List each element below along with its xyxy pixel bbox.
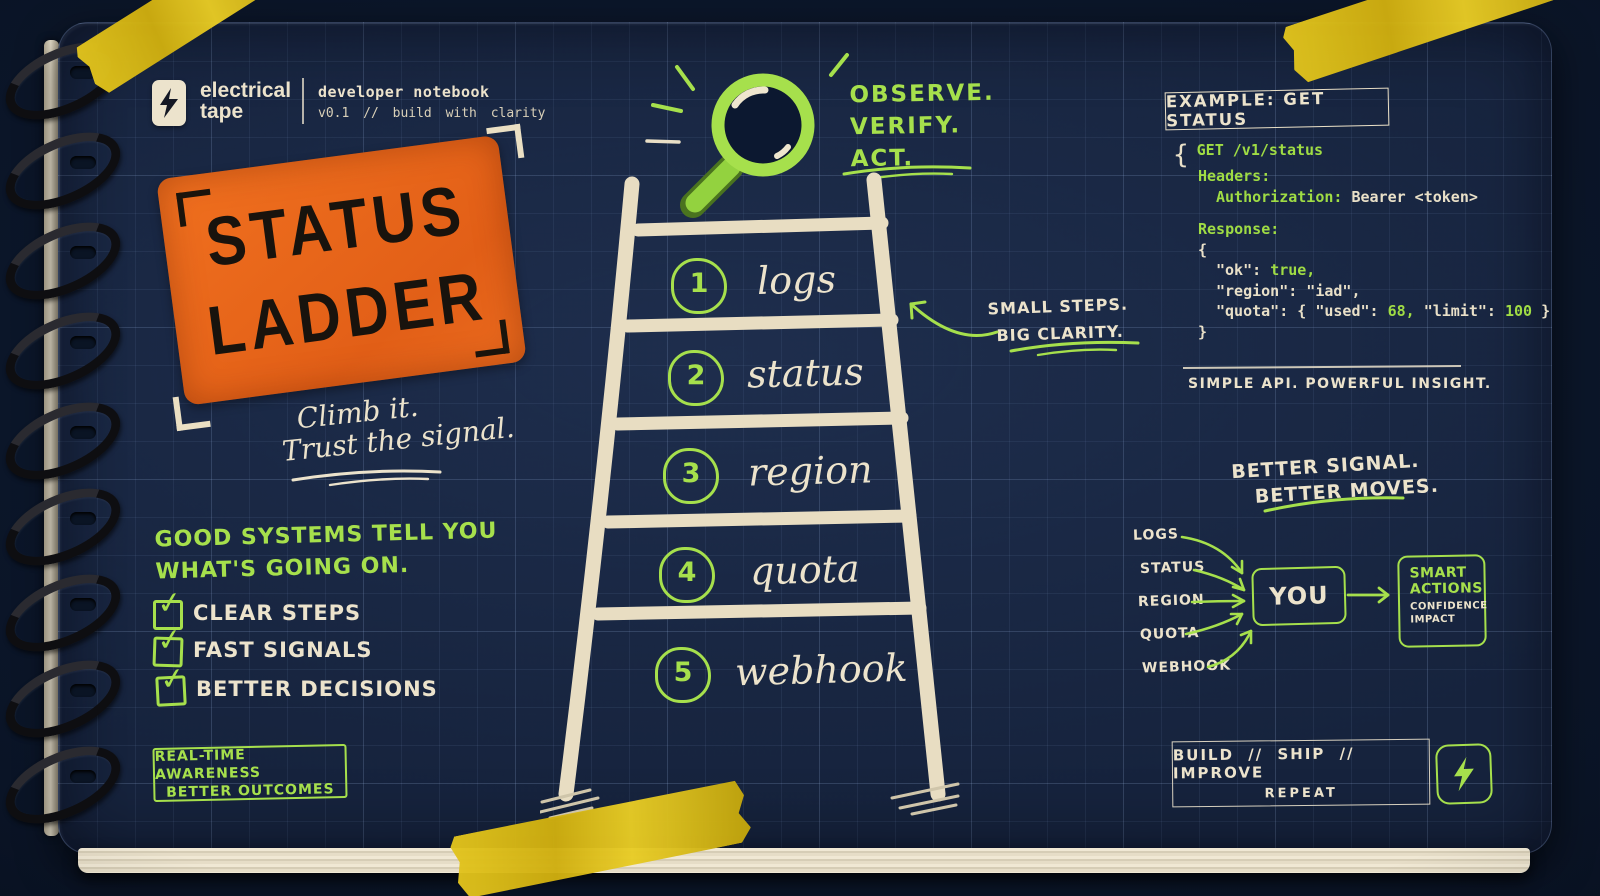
binding-hole bbox=[70, 770, 96, 783]
checkmark-icon: ✓ bbox=[154, 621, 185, 660]
binding-hole bbox=[70, 598, 96, 611]
awareness-line1: REAL-TIME AWARENESS bbox=[154, 747, 262, 783]
crop-mark-icon bbox=[471, 319, 510, 358]
lightning-bolt-icon bbox=[1454, 756, 1474, 792]
ladder-step-circle: 1 bbox=[671, 258, 727, 314]
code-line-brace-open: { bbox=[1198, 240, 1208, 259]
checklist-item-label: BETTER DECISIONS bbox=[196, 677, 438, 701]
magnifier-icon bbox=[645, 53, 849, 218]
brand-name-line1: electrical bbox=[200, 79, 292, 102]
signal-note-underline bbox=[1263, 496, 1405, 513]
ladder-step-label: logs bbox=[756, 256, 837, 304]
side-note-line1: SMALL STEPS. bbox=[987, 294, 1129, 319]
lightning-bolt-icon bbox=[160, 88, 178, 118]
ladder-step-circle: 4 bbox=[659, 547, 715, 603]
binding-hole bbox=[70, 512, 96, 525]
code-line-authorization: Authorization: Bearer <token> bbox=[1216, 187, 1478, 206]
binding-hole bbox=[70, 684, 96, 697]
ladder-step-label: webhook bbox=[734, 645, 909, 695]
page-stack-edge bbox=[78, 848, 1530, 873]
ladder-illustration bbox=[540, 172, 960, 820]
brand-name-line2: tape bbox=[200, 100, 244, 123]
binding-hole bbox=[70, 156, 96, 169]
ladder-step-circle: 2 bbox=[668, 350, 724, 406]
awareness-line2: BETTER OUTCOMES bbox=[165, 781, 335, 801]
checkmark-icon: ✓ bbox=[157, 660, 188, 699]
code-line-response: Response: bbox=[1198, 220, 1280, 238]
notebook-spine-edge bbox=[44, 40, 59, 836]
ladder-step-label: quota bbox=[749, 546, 861, 594]
bolt-badge bbox=[1434, 743, 1494, 805]
code-line-quota: "quota": { "used": 68, "limit": 100 } bbox=[1216, 302, 1551, 320]
checklist-item-label: FAST SIGNALS bbox=[193, 638, 373, 662]
smart-actions-box: SMART ACTIONS CONFIDENCE IMPACT bbox=[1397, 554, 1488, 648]
code-open-brace: { bbox=[1173, 140, 1189, 170]
checklist-item: ✓ BETTER DECISIONS bbox=[155, 660, 456, 708]
checklist-item-label: CLEAR STEPS bbox=[193, 601, 362, 625]
example-title-box: EXAMPLE: GET STATUS bbox=[1164, 87, 1390, 131]
arrow-to-ladder-icon bbox=[909, 300, 999, 337]
tagline-underline bbox=[291, 469, 442, 487]
code-block: { GET /v1/status Headers: Authorization:… bbox=[1173, 140, 1550, 342]
footer-line2: REPEAT bbox=[1264, 785, 1338, 802]
observe-line2: VERIFY. bbox=[849, 112, 962, 141]
code-line-request: { GET /v1/status bbox=[1173, 140, 1324, 170]
brand-subtitle: developer notebook bbox=[318, 83, 490, 101]
awareness-box: REAL-TIME AWARENESS BETTER OUTCOMES bbox=[152, 743, 348, 803]
crop-mark-icon bbox=[172, 392, 211, 432]
notebook-page bbox=[58, 22, 1552, 854]
brand-divider bbox=[302, 78, 304, 124]
checkbox-icon bbox=[153, 600, 183, 630]
you-box: YOU bbox=[1251, 565, 1347, 627]
footer-line1: BUILD // SHIP // IMPROVE bbox=[1172, 744, 1355, 783]
flow-arrows bbox=[1180, 535, 1390, 669]
binding-hole bbox=[70, 66, 96, 79]
brand-logo-badge bbox=[152, 80, 186, 126]
code-line-ok: "ok": true, bbox=[1216, 261, 1316, 279]
binding-hole bbox=[70, 336, 96, 349]
code-line-brace-close: } bbox=[1198, 322, 1208, 341]
binding-hole bbox=[70, 246, 96, 259]
ladder-step-circle: 5 bbox=[655, 647, 711, 703]
result-line2: ACTIONS bbox=[1409, 580, 1484, 598]
brand-name: electrical tape bbox=[200, 80, 291, 122]
observe-line1: OBSERVE. bbox=[849, 79, 995, 109]
principle-text: GOOD SYSTEMS TELL YOU WHAT'S GOING ON. bbox=[154, 516, 498, 589]
side-note-underline bbox=[1009, 340, 1140, 357]
checklist-item: ✓ CLEAR STEPS bbox=[153, 584, 453, 632]
result-sub2: IMPACT bbox=[1410, 613, 1456, 626]
ladder-step-label: status bbox=[746, 349, 865, 397]
checklist-item: ✓ FAST SIGNALS bbox=[152, 621, 453, 669]
footer-box: BUILD // SHIP // IMPROVE REPEAT bbox=[1171, 738, 1431, 808]
binding-hole bbox=[70, 426, 96, 439]
result-line1: SMART bbox=[1409, 564, 1467, 582]
brand-version: v0.1 // build with clarity bbox=[318, 106, 546, 121]
crop-mark-icon bbox=[176, 188, 215, 227]
code-line-headers: Headers: bbox=[1198, 167, 1271, 185]
result-sub1: CONFIDENCE bbox=[1410, 600, 1488, 613]
example-caption: SIMPLE API. POWERFUL INSIGHT. bbox=[1188, 376, 1492, 392]
ladder-step-label: region bbox=[747, 447, 874, 495]
ladder-step-circle: 3 bbox=[663, 448, 719, 504]
stamp-background: STATUS LADDER bbox=[156, 134, 527, 406]
checkmark-icon: ✓ bbox=[154, 584, 185, 623]
crop-mark-icon bbox=[486, 123, 525, 162]
code-line-region: "region": "iad", bbox=[1216, 281, 1361, 300]
